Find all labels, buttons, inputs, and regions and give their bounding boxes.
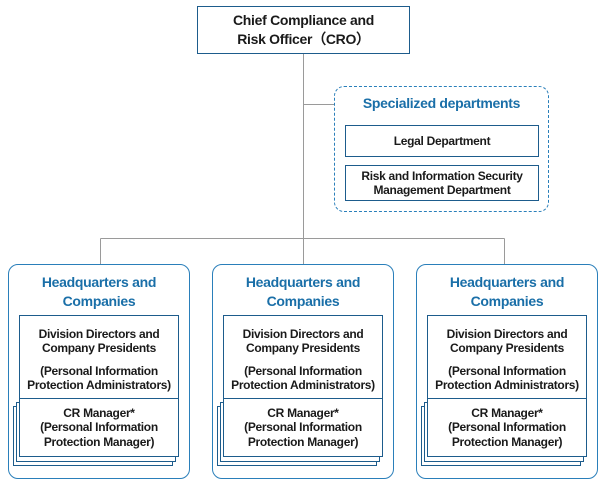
division-directors-box: Division Directors and Company President…: [19, 315, 179, 404]
cr-manager-box: CR Manager* (Personal Information Protec…: [223, 398, 383, 457]
hq-title-line-2: Companies: [266, 293, 340, 309]
cr-manager-title: CR Manager*: [471, 405, 543, 420]
hq-title: Headquarters and Companies: [213, 273, 393, 311]
risk-department-line-1: Risk and Information Security: [361, 169, 523, 183]
hq-companies-panel: Headquarters and Companies Division Dire…: [416, 264, 598, 479]
cr-manager-line-1: (Personal Information: [448, 420, 566, 435]
specialized-departments-title: Specialized departments: [362, 95, 521, 111]
admin-line-1: (Personal Information: [244, 363, 362, 378]
hq-title-line-1: Headquarters and: [449, 274, 565, 290]
cr-manager-line-2: Protection Manager): [451, 434, 563, 449]
cr-manager-box: CR Manager* (Personal Information Protec…: [427, 398, 587, 457]
cr-manager-line-1: (Personal Information: [244, 420, 362, 435]
directors-line-1: Division Directors and: [446, 326, 568, 341]
directors-line-1: Division Directors and: [38, 326, 160, 341]
admin-line-1: (Personal Information: [40, 363, 158, 378]
directors-line-1: Division Directors and: [242, 326, 364, 341]
hq-title-line-2: Companies: [470, 293, 544, 309]
risk-department-line-2: Management Department: [373, 183, 511, 197]
hq-title: Headquarters and Companies: [9, 273, 189, 311]
admin-line-2: Protection Administrators): [27, 378, 171, 392]
admin-line-2: Protection Administrators): [435, 378, 579, 392]
hq-title-line-2: Companies: [62, 293, 136, 309]
cro-box: Chief Compliance and Risk Officer（CRO）: [197, 6, 410, 54]
directors-line-2: Company Presidents: [246, 341, 360, 355]
cr-manager-line-2: Protection Manager): [43, 434, 155, 449]
cro-title-line-1: Chief Compliance and: [232, 12, 375, 28]
cr-manager-line-1: (Personal Information: [40, 420, 158, 435]
legal-department-label: Legal Department: [393, 134, 491, 148]
cro-title-line-2: Risk Officer（CRO）: [237, 31, 370, 47]
legal-department-box: Legal Department: [345, 125, 539, 157]
hq-companies-panel: Headquarters and Companies Division Dire…: [8, 264, 190, 479]
cr-manager-box: CR Manager* (Personal Information Protec…: [19, 398, 179, 457]
risk-security-department-box: Risk and Information Security Management…: [345, 165, 539, 201]
hq-title-line-1: Headquarters and: [41, 274, 157, 290]
cr-manager-line-2: Protection Manager): [247, 434, 359, 449]
hq-companies-panel: Headquarters and Companies Division Dire…: [212, 264, 394, 479]
hq-title: Headquarters and Companies: [417, 273, 597, 311]
division-directors-box: Division Directors and Company President…: [427, 315, 587, 404]
admin-line-2: Protection Administrators): [231, 378, 375, 392]
hq-title-line-1: Headquarters and: [245, 274, 361, 290]
division-directors-box: Division Directors and Company President…: [223, 315, 383, 404]
cr-manager-title: CR Manager*: [63, 405, 135, 420]
admin-line-1: (Personal Information: [448, 363, 566, 378]
cr-manager-title: CR Manager*: [267, 405, 339, 420]
directors-line-2: Company Presidents: [42, 341, 156, 355]
directors-line-2: Company Presidents: [450, 341, 564, 355]
